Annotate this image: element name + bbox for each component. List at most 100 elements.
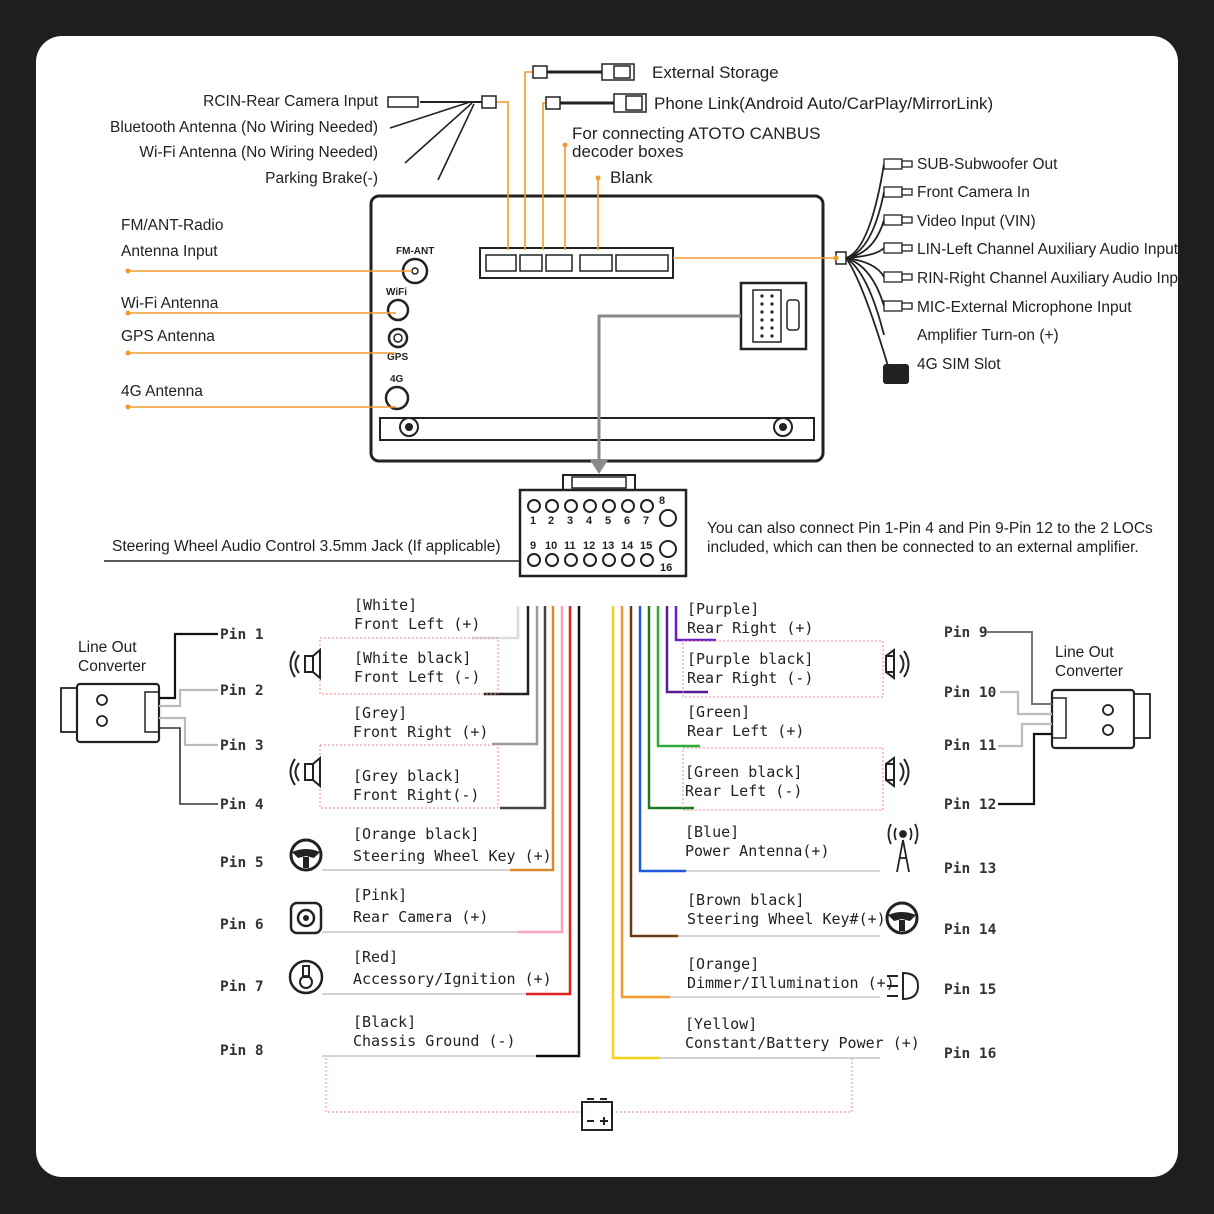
- right-label-front-cam: Front Camera In: [917, 184, 1030, 201]
- gps-label: GPS: [387, 352, 408, 363]
- pin-number: 3: [567, 515, 573, 527]
- 4g-label: 4G: [390, 374, 404, 385]
- pin-number: 2: [548, 515, 554, 527]
- pin-number: 12: [583, 540, 595, 552]
- bt-antenna-label: Bluetooth Antenna (No Wiring Needed): [110, 119, 378, 136]
- wire-function-label: Power Antenna(+): [685, 842, 830, 860]
- pin-16-label: Pin 16: [944, 1046, 996, 1062]
- antenna-wires: [125, 268, 412, 410]
- fm-radio-label: FM/ANT-Radio: [121, 217, 224, 234]
- gps-antenna-label: GPS Antenna: [121, 328, 215, 345]
- wire-color-label: [Orange]: [687, 955, 759, 973]
- pin-connector: 1 2 3 4 5 6 7 8 9 10 11 12 13 14 15 16: [518, 474, 688, 578]
- steering-jack-label: Steering Wheel Audio Control 3.5mm Jack …: [112, 538, 501, 555]
- right-pin-labels: Pin 9 Pin 10 Pin 11 Pin 12 Pin 13 Pin 14…: [944, 625, 997, 1062]
- wire-color-label: [Green]: [687, 703, 750, 721]
- steering-wheel-icon: [289, 838, 323, 872]
- wire-function-label: Steering Wheel Key (+): [353, 847, 552, 865]
- right-wire-descriptions: [Purple] Rear Right (+) [Purple black] R…: [685, 600, 920, 1052]
- pin-number: 1: [530, 515, 536, 527]
- right-label-video-in: Video Input (VIN): [917, 213, 1036, 230]
- wire-function-label: Dimmer/Illumination (+): [687, 974, 895, 992]
- wire-color-label: [Brown black]: [687, 891, 804, 909]
- pin-4-label: Pin 4: [220, 797, 264, 813]
- battery-icon: [581, 1098, 613, 1131]
- wire-color-label: [White]: [354, 596, 417, 614]
- 4g-antenna-label: 4G Antenna: [121, 383, 203, 400]
- fm-ant-label: FM-ANT: [396, 246, 434, 257]
- pin-number: 15: [640, 540, 652, 552]
- pin-12-label: Pin 12: [944, 797, 996, 813]
- wire-function-label: Steering Wheel Key#(+): [687, 910, 886, 928]
- wire-function-label: Front Left (-): [354, 668, 480, 686]
- right-label-sim: 4G SIM Slot: [917, 356, 1001, 373]
- wire-color-label: [Yellow]: [685, 1015, 757, 1033]
- pin-6-label: Pin 6: [220, 917, 264, 933]
- pin-number: 8: [659, 495, 665, 507]
- right-wires: [611, 606, 716, 1060]
- line-out-label: Line Out: [78, 639, 137, 656]
- wire-color-label: [Pink]: [353, 886, 407, 904]
- wire-color-label: [Blue]: [685, 823, 739, 841]
- steering-wheel-icon: [885, 901, 919, 935]
- harness-arrow: [597, 314, 741, 462]
- blank-label: Blank: [610, 168, 653, 187]
- wire-color-label: [White black]: [354, 649, 471, 667]
- rcin-label: RCIN-Rear Camera Input: [203, 93, 379, 110]
- pin-number: 14: [621, 540, 634, 552]
- pin-14-label: Pin 14: [944, 922, 997, 938]
- right-label-mic: MIC-External Microphone Input: [917, 299, 1132, 316]
- wire-color-label: [Purple]: [687, 600, 759, 618]
- wire-function-label: Rear Left (-): [685, 782, 802, 800]
- wire-function-label: Front Left (+): [354, 615, 480, 633]
- speaker-icon: [885, 756, 910, 788]
- pin-9-label: Pin 9: [944, 625, 988, 641]
- gps-socket: [387, 327, 409, 349]
- top-wires: [387, 63, 647, 250]
- right-fan-cable: [673, 158, 913, 384]
- sim-card-icon: [883, 364, 909, 384]
- pin-number: 13: [602, 540, 614, 552]
- wire-function-label: Accessory/Ignition (+): [353, 970, 552, 988]
- parking-brake-label: Parking Brake(-): [265, 170, 378, 187]
- wifi-label: WiFi: [386, 287, 407, 298]
- line-out-label: Line Out: [1055, 644, 1114, 661]
- right-label-lin: LIN-Left Channel Auxiliary Audio Input: [917, 241, 1179, 258]
- wire-color-label: [Grey black]: [353, 767, 461, 785]
- pin-10-label: Pin 10: [944, 685, 996, 701]
- pin-number: 7: [643, 515, 649, 527]
- camera-icon: [289, 901, 323, 935]
- pin-7-label: Pin 7: [220, 979, 264, 995]
- wire-function-label: Rear Right (+): [687, 619, 813, 637]
- pin-2-label: Pin 2: [220, 683, 264, 699]
- speaker-icon: [289, 755, 321, 789]
- wire-color-label: [Red]: [353, 948, 398, 966]
- wire-color-label: [Grey]: [353, 704, 407, 722]
- pin-3-label: Pin 3: [220, 738, 264, 754]
- wire-function-label: Front Right(-): [353, 786, 479, 804]
- canbus-label-1: For connecting ATOTO CANBUS: [572, 124, 820, 143]
- pin-1-label: Pin 1: [220, 627, 264, 643]
- antenna-input-label: Antenna Input: [121, 243, 218, 260]
- wire-color-label: [Purple black]: [687, 650, 813, 668]
- wire-function-label: Front Right (+): [353, 723, 488, 741]
- pin-number: 11: [564, 540, 576, 552]
- pin-5-label: Pin 5: [220, 855, 264, 871]
- wire-color-label: [Black]: [353, 1013, 416, 1031]
- pin-number: 5: [605, 515, 611, 527]
- wire-function-label: Rear Camera (+): [353, 908, 488, 926]
- pin-number: 16: [660, 562, 672, 574]
- wifi-antenna-nowire-label: Wi-Fi Antenna (No Wiring Needed): [139, 144, 378, 161]
- wire-function-label: Rear Left (+): [687, 722, 804, 740]
- pin-number: 10: [545, 540, 557, 552]
- wire-color-label: [Green black]: [685, 763, 802, 781]
- pin-11-label: Pin 11: [944, 738, 997, 754]
- left-pin-labels: Pin 1 Pin 2 Pin 3 Pin 4 Pin 5 Pin 6 Pin …: [220, 627, 264, 1059]
- converter-label: Converter: [78, 658, 146, 675]
- speaker-icon: [885, 648, 910, 680]
- head-unit: FM-ANT WiFi GPS 4G: [369, 194, 825, 463]
- left-wire-descriptions: [White] Front Left (+) [White black] Fro…: [353, 596, 552, 1050]
- line-out-converter-left: Line Out Converter: [60, 632, 218, 805]
- line-out-converter-right: Line Out Converter: [987, 631, 1151, 806]
